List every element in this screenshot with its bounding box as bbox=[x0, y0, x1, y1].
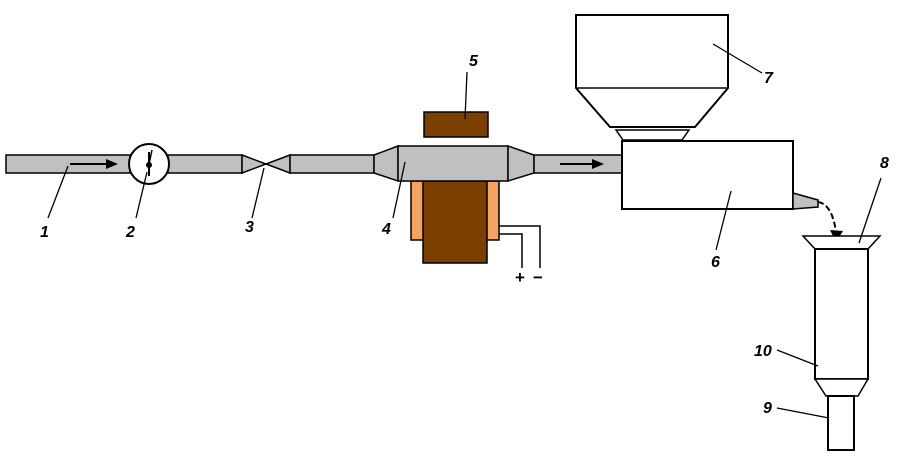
leader-lines bbox=[47, 43, 882, 419]
label-7: 7 bbox=[764, 70, 774, 87]
minus-terminal: − bbox=[533, 268, 543, 287]
label-10: 10 bbox=[754, 343, 772, 360]
activator-tube bbox=[373, 144, 535, 183]
label-5: 5 bbox=[469, 53, 479, 70]
upper-magnet bbox=[423, 111, 489, 138]
pipe-segment-3 bbox=[289, 154, 375, 174]
lower-magnet bbox=[422, 180, 488, 264]
label-9: 9 bbox=[763, 400, 772, 417]
mixer-spout bbox=[792, 192, 819, 210]
pipe-segment-2 bbox=[167, 154, 243, 174]
mixer-body bbox=[621, 140, 794, 210]
pressure-gauge bbox=[128, 143, 170, 185]
label-3: 3 bbox=[245, 219, 254, 236]
label-2: 2 bbox=[125, 224, 135, 241]
label-4: 4 bbox=[381, 221, 391, 238]
flow-arrow-outlet bbox=[560, 159, 604, 169]
valve bbox=[241, 153, 291, 175]
power-leads bbox=[499, 225, 541, 268]
label-6: 6 bbox=[711, 254, 720, 271]
label-1: 1 bbox=[40, 224, 49, 241]
hopper bbox=[575, 14, 729, 141]
label-8: 8 bbox=[880, 155, 889, 172]
plus-terminal: + bbox=[515, 268, 525, 287]
flow-arrow-inlet bbox=[70, 159, 118, 169]
mold bbox=[801, 235, 882, 451]
